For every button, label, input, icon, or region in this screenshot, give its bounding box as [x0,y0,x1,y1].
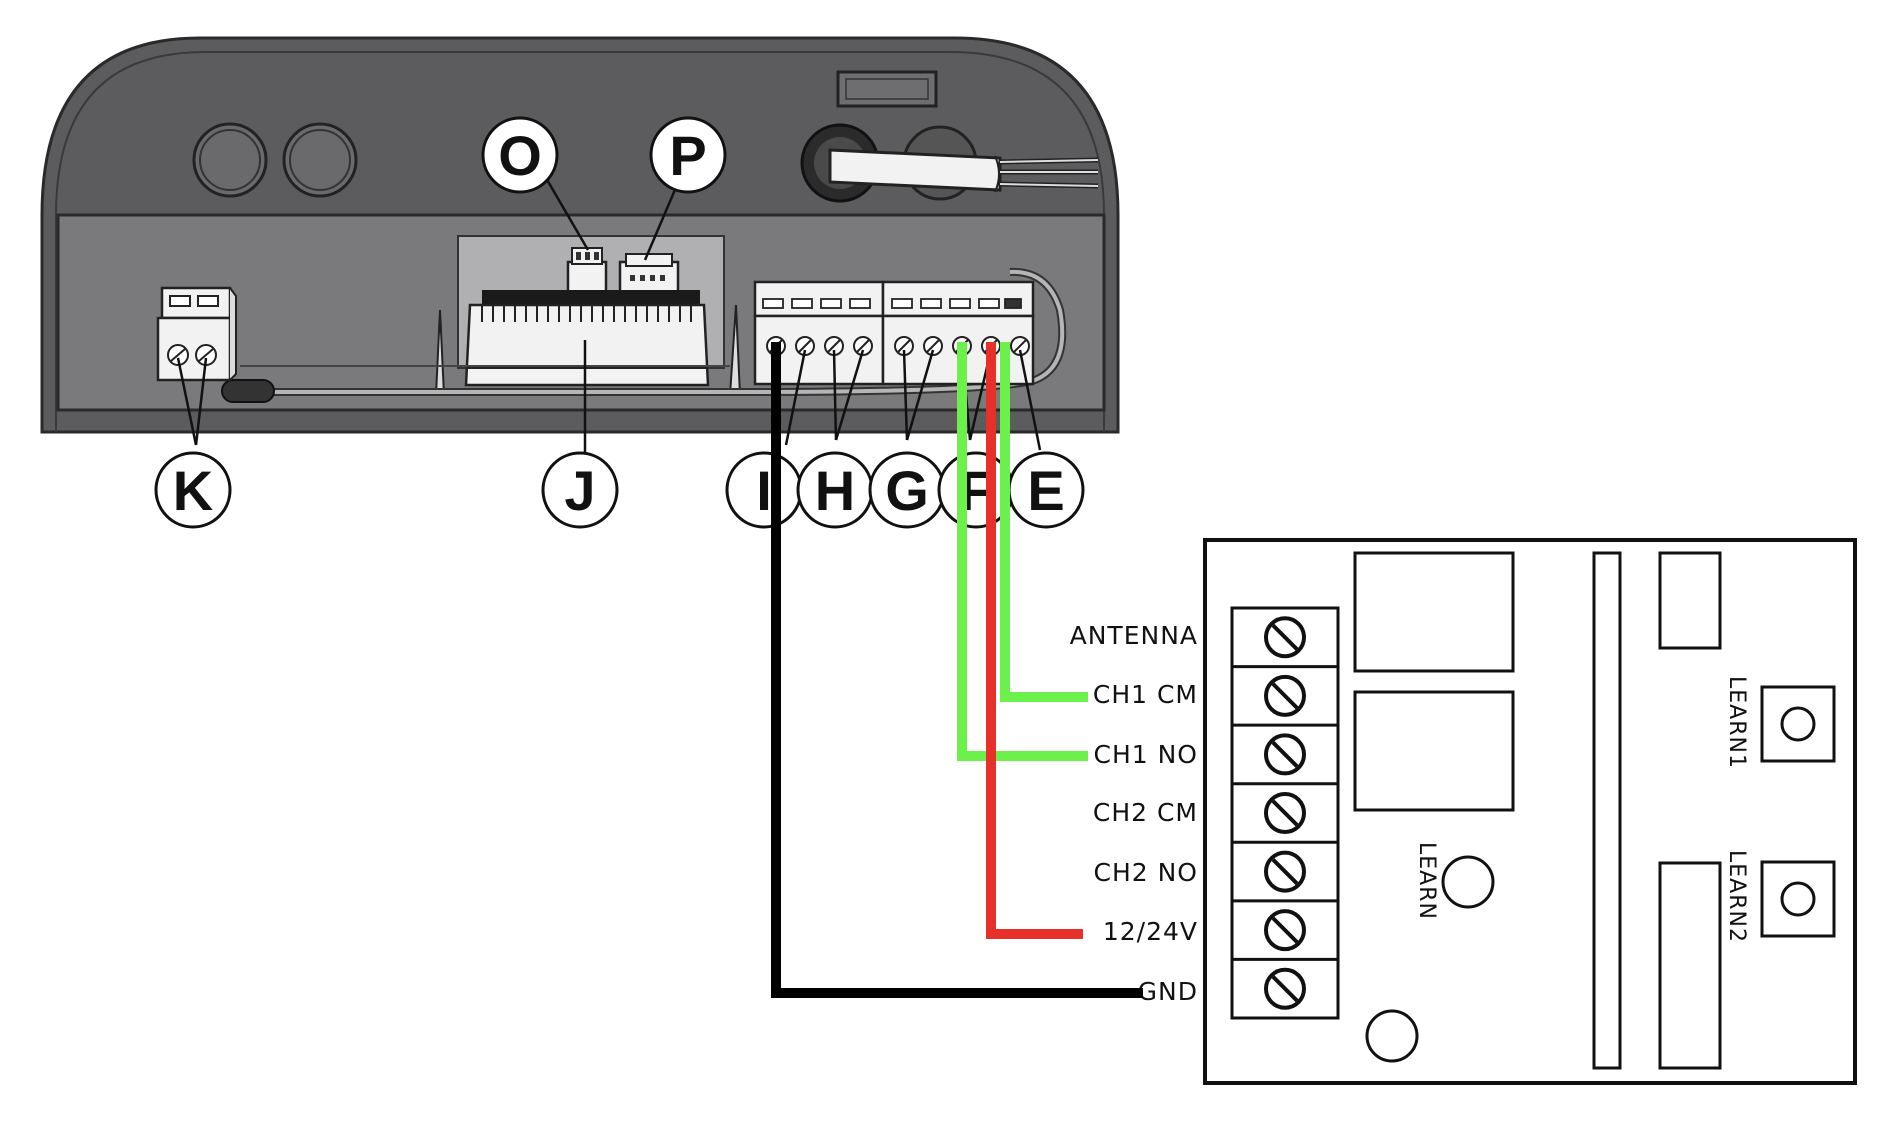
terminal-labels: ANTENNA CH1 CM CH1 NO CH2 CM CH2 NO 12/2… [1070,621,1199,1006]
wire-overlays [771,440,1010,540]
leader-lines [176,177,1042,458]
control-board-base [464,303,710,387]
learn1-label: LEARN1 [1724,676,1749,769]
learn-button[interactable] [1441,855,1495,909]
wire-black-gnd [771,342,1143,998]
receiver-chip-top [1658,551,1722,650]
opener-housing [40,36,1120,434]
receiver-chip-bottom [1658,861,1722,1070]
slot-window [836,70,938,108]
knockout-hole [282,122,358,198]
svg-text:O: O [498,124,542,187]
svg-text:E: E [1027,459,1064,522]
relay-1 [1353,551,1515,673]
wires [771,342,1143,998]
label-gnd: GND [1138,977,1198,1006]
relay-2 [1353,690,1515,812]
svg-text:J: J [564,459,595,522]
svg-text:P: P [669,124,706,187]
learn-label: LEARN [1414,842,1439,920]
svg-text:G: G [885,459,929,522]
callout-p: P [649,116,727,194]
label-antenna: ANTENNA [1070,621,1198,650]
label-12-24v: 12/24V [1103,917,1198,946]
terminal-block-k [156,286,237,382]
svg-text:H: H [815,459,855,522]
receiver-led [1365,1009,1419,1063]
svg-text:K: K [173,459,213,522]
callout-e: E [1007,451,1085,529]
receiver-slot [1592,551,1622,1070]
learn2-label: LEARN2 [1724,850,1749,943]
callout-j: J [541,451,619,529]
callout-i: I [725,451,803,529]
callout-o: O [481,116,559,194]
power-cable [828,148,1002,192]
label-ch1-no: CH1 NO [1094,740,1199,769]
label-ch1-cm: CH1 CM [1093,680,1198,709]
callout-g: G [868,451,946,529]
knockout-hole [192,122,268,198]
svg-text:I: I [756,459,772,522]
wire-sleeve [221,379,275,403]
label-ch2-cm: CH2 CM [1093,798,1198,827]
receiver-board: LEARN LEARN1 LEARN2 [1203,538,1857,1085]
callout-k: K [154,451,232,529]
control-board-bar [482,290,700,308]
label-ch2-no: CH2 NO [1094,858,1199,887]
callout-h: H [796,451,874,529]
